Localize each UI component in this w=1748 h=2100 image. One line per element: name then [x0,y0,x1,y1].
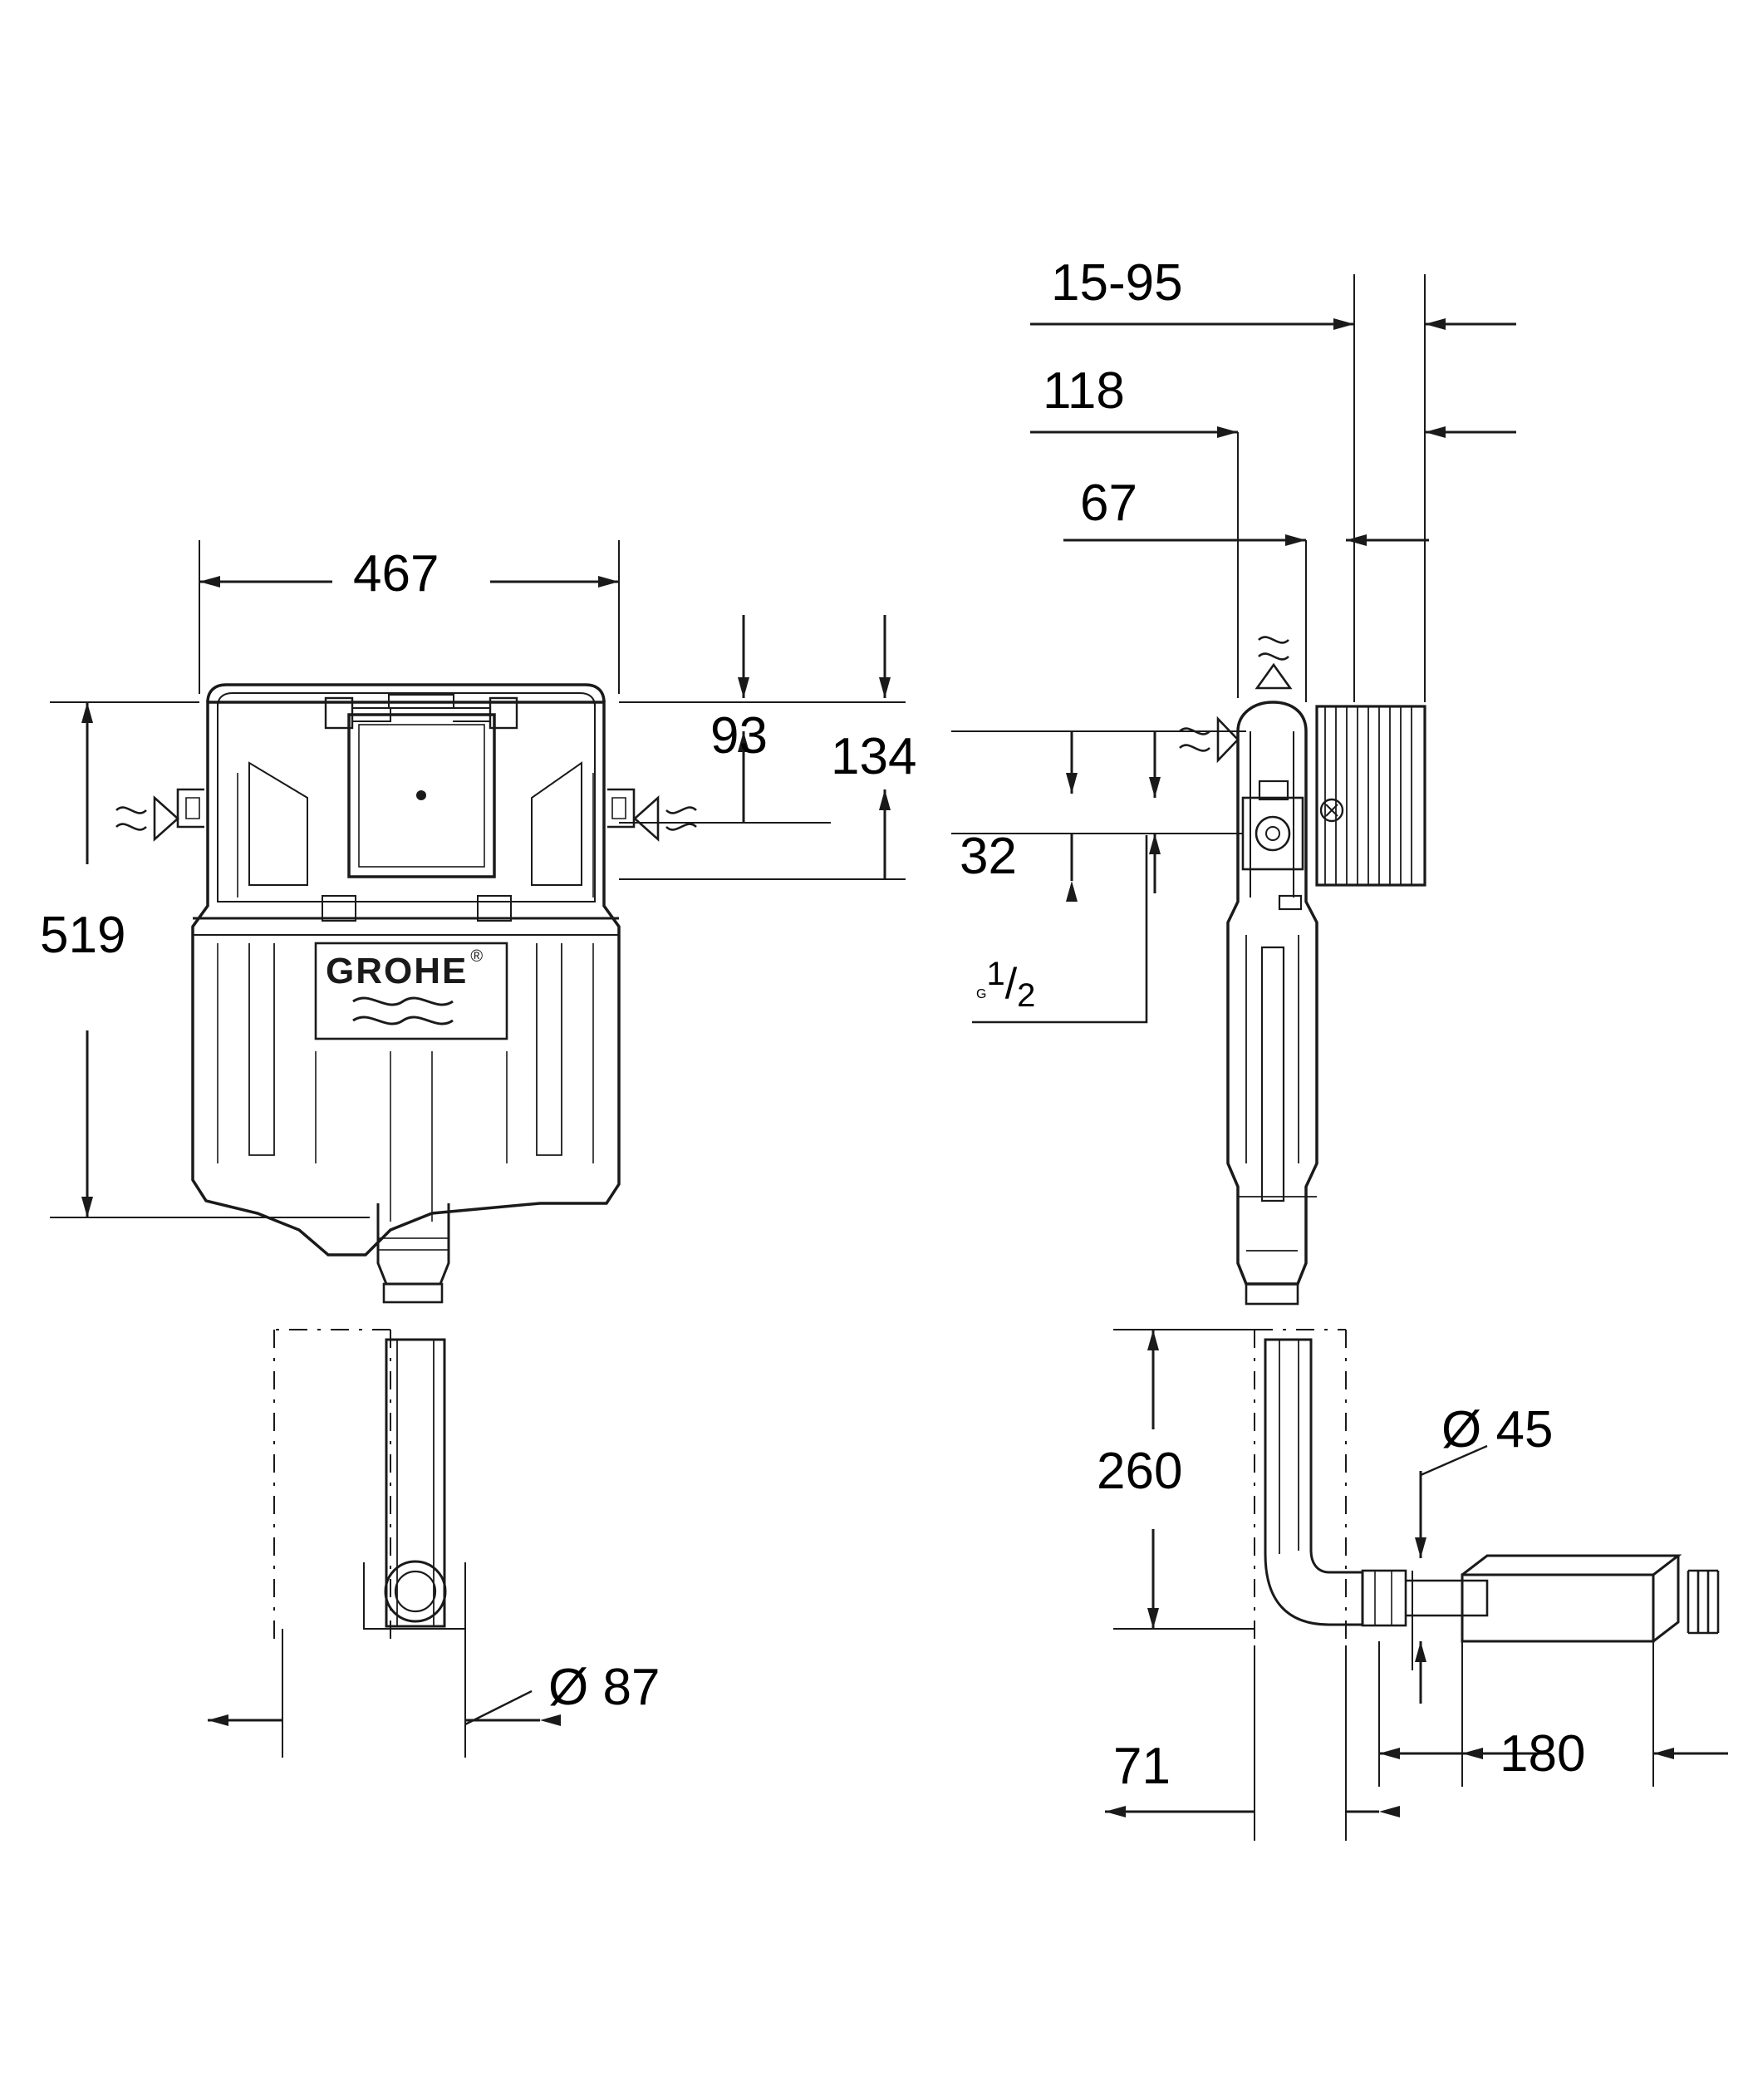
dimension-diameter-87: Ø 87 [548,1662,660,1714]
dimension-519: 519 [40,907,126,964]
dimension-g-half: G1/2 [976,956,1035,1012]
dimension-diameter-45: Ø 45 [1441,1404,1553,1456]
thread-numerator: 1 [986,956,1005,992]
diameter-symbol-45: Ø [1441,1401,1482,1458]
dimension-32: 32 [960,828,1017,885]
grohe-logo-text: GROHE [326,951,469,991]
thread-fraction: 1/2 [986,956,1035,1012]
dimension-93: 93 [710,707,768,765]
side-view-cistern-dimensions [951,274,1516,1024]
dimension-118: 118 [1043,362,1125,420]
registered-trademark-icon: ® [470,947,484,966]
dimension-134: 134 [831,728,917,785]
thread-denominator: 2 [1017,977,1036,1014]
thread-fraction-bar: / [1004,960,1018,1008]
thread-symbol-g: G [976,987,987,1001]
front-view-cistern-dimensions [50,540,906,1218]
grohe-logo-wave [352,996,454,1025]
diameter-value-45: 45 [1495,1401,1554,1458]
dimension-71: 71 [1113,1738,1171,1795]
front-view-outlet-bend [273,1329,466,1645]
grohe-logo: GROHE ® [326,947,500,996]
front-view-cistern [115,683,697,1304]
dimension-15-95: 15-95 [1051,254,1183,312]
dimension-180: 180 [1500,1725,1586,1783]
diameter-value-87: 87 [602,1659,660,1716]
diameter-symbol-87: Ø [548,1659,589,1716]
side-view-cistern [1179,636,1426,1306]
dimension-67: 67 [1080,475,1137,532]
dimension-467: 467 [353,545,439,602]
side-view-outlet-dimensions [1105,1329,1728,1841]
dimension-260: 260 [1097,1443,1183,1500]
front-view-outlet-dimensions [208,1629,561,1758]
side-view-outlet-bend [1254,1329,1720,1645]
